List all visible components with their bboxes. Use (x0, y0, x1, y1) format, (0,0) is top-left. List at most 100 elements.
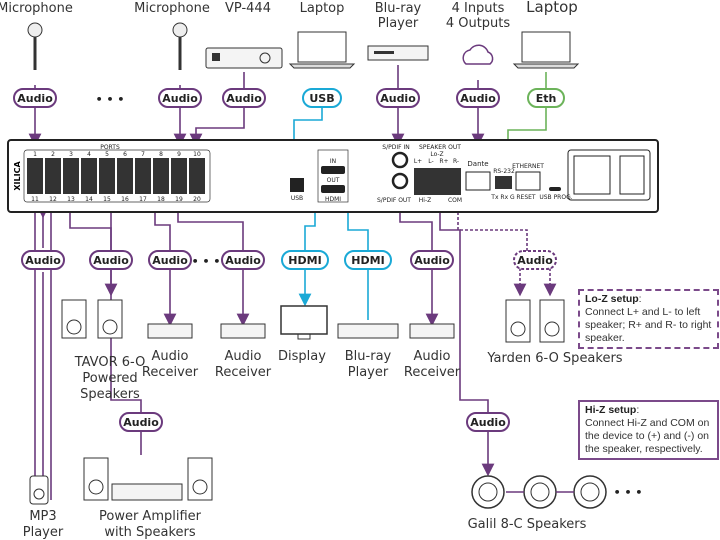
brand-logo: XILICA (13, 161, 22, 191)
ceiling-speaker-icon (573, 475, 607, 509)
audio-port-block (63, 158, 79, 194)
label-dante-2: 4 Outputs (446, 16, 511, 31)
label-bluray-top-2: Player (378, 16, 419, 31)
spdif-in-port (391, 151, 409, 169)
ethernet-label: ETHERNET (512, 163, 544, 170)
hdmi-out-label: OUT (327, 177, 340, 184)
xilica-device-rear-panel: XILICA PORTS 111212313414515616717818919… (7, 139, 659, 213)
label-tavor-3: Speakers (80, 387, 140, 402)
ellipsis: • • • (192, 255, 221, 268)
audio-port-block (171, 158, 187, 194)
cloud-icon (462, 44, 494, 65)
audio-port-block (117, 158, 133, 194)
dante-port (465, 171, 491, 191)
audio-port-block (45, 158, 61, 194)
loz-text: Connect L+ and L- to left speaker; R+ an… (585, 306, 712, 344)
port-number: 20 (193, 196, 201, 203)
audio-pill: Audio (410, 250, 454, 270)
port-number: 5 (105, 151, 109, 158)
port-number: 3 (69, 151, 73, 158)
ceiling-speaker-icon (523, 475, 557, 509)
label-bluray-1: Blu-ray (345, 349, 392, 364)
display-icon (280, 305, 328, 340)
svg-text:Audio: Audio (414, 254, 450, 267)
laptop-icon (288, 31, 356, 69)
hiz-label: Hi-Z (419, 197, 431, 204)
loz-title: Lo-Z setup (585, 293, 639, 305)
svg-text:Audio: Audio (380, 92, 416, 105)
com-label: COM (448, 197, 462, 204)
label-yarden: Yarden 6-O Speakers (486, 351, 622, 366)
label-mp3-2: Player (23, 525, 64, 540)
usb-port (290, 178, 304, 192)
hiz-title: Hi-Z setup (585, 404, 637, 416)
mp3-player-icon (29, 475, 49, 505)
svg-text:L+: L+ (414, 158, 422, 165)
hdmi-label: HDMI (325, 196, 341, 203)
usb-prog-port (549, 187, 561, 191)
svg-text:Audio: Audio (460, 92, 496, 105)
svg-text:Audio: Audio (123, 416, 159, 429)
audio-port-block (99, 158, 115, 194)
label-microphone-1: Microphone (0, 1, 73, 16)
loz-setup-note: Lo-Z setup:Connect L+ and L- to left spe… (578, 289, 719, 349)
ethernet-port (515, 171, 541, 191)
label-amp-2: with Speakers (104, 525, 196, 540)
audio-pill: Audio (158, 88, 202, 108)
power-switch[interactable] (619, 155, 645, 195)
label-tavor-1: TAVOR 6-O (74, 355, 146, 370)
port-number: 9 (177, 151, 181, 158)
label-receiver-3b: Receiver (404, 365, 461, 380)
label-receiver-1a: Audio (152, 349, 189, 364)
bluray-player-icon (337, 323, 399, 339)
power-amplifier-icon (83, 457, 213, 501)
label-laptop-2: Laptop (526, 0, 578, 16)
microphone-icon (27, 22, 43, 70)
svg-text:Audio: Audio (25, 254, 61, 267)
speaker-out-terminal (414, 168, 461, 195)
spdif-out-label: S/PDIF OUT (377, 197, 411, 204)
spdif-in-label: S/PDIF IN (382, 144, 409, 151)
speaker-icon (97, 299, 123, 339)
svg-text:R+: R+ (439, 158, 448, 165)
label-receiver-2b: Receiver (215, 365, 272, 380)
svg-text:Audio: Audio (162, 92, 198, 105)
label-display: Display (278, 349, 326, 364)
port-number: 14 (85, 196, 93, 203)
audio-pill: Audio (13, 88, 57, 108)
audio-pill: Audio (466, 412, 510, 432)
svg-text:Audio: Audio (152, 254, 188, 267)
label-bluray-top-1: Blu-ray (375, 1, 422, 16)
svg-text:Audio: Audio (470, 416, 506, 429)
dante-logo: Dante (467, 160, 488, 168)
svg-text:HDMI: HDMI (351, 254, 384, 267)
power-inlet (573, 155, 611, 195)
rs232-pins-label: Tx Rx G (490, 194, 515, 201)
audio-pill: Audio (119, 412, 163, 432)
audio-port-block (153, 158, 169, 194)
speaker-icon (505, 299, 531, 343)
port-number: 7 (141, 151, 145, 158)
audio-pill: Audio (222, 88, 266, 108)
ports-label: PORTS (100, 144, 120, 151)
svg-text:Audio: Audio (225, 254, 261, 267)
svg-text:Audio: Audio (17, 92, 53, 105)
cables (28, 65, 557, 500)
svg-text:L-: L- (428, 158, 433, 165)
microphone-icon (172, 22, 188, 70)
label-tavor-2: Powered (82, 371, 137, 386)
port-number: 17 (139, 196, 147, 203)
ceiling-speaker-icon (471, 475, 505, 509)
svg-text:Audio: Audio (93, 254, 129, 267)
port-number: 1 (33, 151, 37, 158)
usb-pill: USB (302, 88, 342, 108)
speaker-out-label: SPEAKER OUT (419, 144, 461, 151)
reset-button[interactable]: RESET (516, 194, 536, 201)
audio-pill: Audio (21, 250, 65, 270)
loz-label: Lo-Z (430, 151, 443, 158)
label-bluray-2: Player (348, 365, 389, 380)
vp444-device-icon (205, 47, 283, 69)
hdmi-out-port (321, 185, 345, 193)
bluray-player-icon (367, 45, 429, 61)
